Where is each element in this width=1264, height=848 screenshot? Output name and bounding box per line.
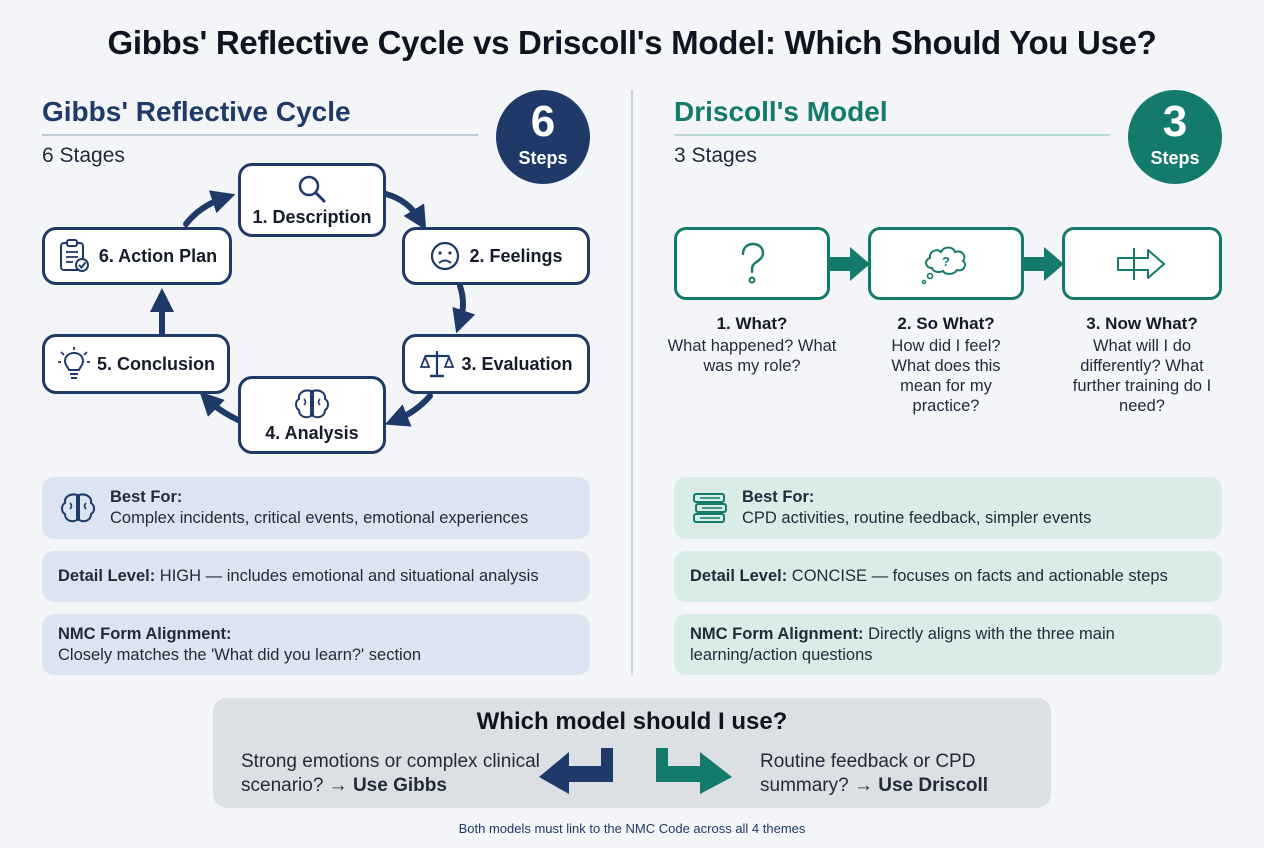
driscoll-detail-label: Detail Level: <box>690 567 788 585</box>
cycle-arrow-1-2 <box>383 191 427 231</box>
decision-gibbs-text: Strong emotions or complex clinical scen… <box>241 750 541 798</box>
magnifier-icon <box>298 175 326 202</box>
driscoll-stage-what <box>674 227 830 300</box>
driscoll-subtitle: 3 Stages <box>674 144 757 167</box>
gibbs-stage-label: 2. Feelings <box>469 245 563 266</box>
driscoll-stage-description: What will I do differently? What further… <box>1072 337 1212 415</box>
decision-arrow-right <box>656 748 732 794</box>
driscoll-title-rule <box>674 134 1110 136</box>
gibbs-title-rule <box>42 134 478 136</box>
arrow-right-icon <box>1117 247 1165 280</box>
driscoll-stage-heading: 2. So What? <box>897 314 995 333</box>
driscoll-stage-so-what: ? <box>868 227 1024 300</box>
gibbs-stage-description: 1. Description <box>238 163 386 237</box>
worried-face-icon <box>431 241 460 271</box>
gibbs-cycle-arrows <box>150 190 476 427</box>
driscoll-badge-number: 3 <box>1162 97 1188 146</box>
gibbs-best-for-text: Complex incidents, critical events, emot… <box>110 509 529 527</box>
gibbs-badge-number: 6 <box>530 97 556 146</box>
question-mark-icon <box>741 242 765 283</box>
driscoll-nmc-card: NMC Form Alignment: Directly aligns with… <box>674 614 1222 675</box>
driscoll-best-for-label: Best For: <box>742 488 815 506</box>
driscoll-title: Driscoll's Model <box>674 96 888 127</box>
gibbs-best-for-label: Best For: <box>110 488 183 506</box>
clipboard-check-icon <box>59 239 89 272</box>
cycle-arrow-3-4 <box>384 393 433 427</box>
gibbs-detail-text: HIGH — includes emotional and situationa… <box>155 567 539 585</box>
driscoll-stage-heading: 1. What? <box>716 314 788 333</box>
gibbs-best-for-card: Best For: Complex incidents, critical ev… <box>42 477 590 539</box>
brain-icon <box>295 389 329 418</box>
driscoll-stage-description: What happened? What was my role? <box>667 337 837 375</box>
driscoll-stage-description: How did I feel? What does this mean for … <box>891 337 1001 415</box>
decision-title: Which model should I use? <box>476 708 788 735</box>
books-stack-icon <box>693 493 727 523</box>
gibbs-stage-label: 6. Action Plan <box>98 245 218 266</box>
cycle-arrow-6-1 <box>183 190 236 227</box>
gibbs-steps-badge: 6 Steps <box>496 90 590 184</box>
driscoll-stage-now-what-text: 3. Now What? What will I do differently?… <box>1062 314 1222 416</box>
gibbs-badge-label: Steps <box>518 148 568 168</box>
gibbs-nmc-label: NMC Form Alignment: <box>58 624 232 643</box>
gibbs-stage-evaluation: 3. Evaluation <box>402 334 590 394</box>
gibbs-stage-conclusion: 5. Conclusion <box>42 334 230 394</box>
gibbs-stage-action-plan: 6. Action Plan <box>42 227 232 285</box>
gibbs-stage-label: 5. Conclusion <box>96 353 215 374</box>
driscoll-badge-label: Steps <box>1150 148 1200 168</box>
driscoll-stage-now-what <box>1062 227 1222 300</box>
driscoll-arrow-1-2 <box>830 247 870 281</box>
gibbs-stage-label: 4. Analysis <box>265 422 359 443</box>
brain-icon <box>61 493 95 523</box>
driscoll-nmc-text: Directly aligns with the three main lear… <box>690 624 1115 664</box>
decision-driscoll-result: Use Driscoll <box>878 775 989 796</box>
driscoll-arrow-2-3 <box>1024 247 1064 281</box>
decision-driscoll-text: Routine feedback or CPD summary? → Use D… <box>760 750 1040 798</box>
driscoll-nmc-label: NMC Form Alignment: <box>690 624 864 643</box>
thought-bubble-icon: ? <box>921 246 967 284</box>
decision-driscoll-condition: Routine feedback or CPD summary? → <box>760 751 976 796</box>
gibbs-stage-feelings: 2. Feelings <box>402 227 590 285</box>
gibbs-subtitle: 6 Stages <box>42 144 125 167</box>
driscoll-stage-what-text: 1. What? What happened? What was my role… <box>664 314 840 376</box>
svg-text:?: ? <box>942 254 950 269</box>
cycle-arrow-2-3 <box>452 283 476 334</box>
column-divider <box>631 90 633 675</box>
gibbs-stage-label: 1. Description <box>252 206 372 227</box>
decision-panel <box>213 698 1051 808</box>
gibbs-stage-label: 3. Evaluation <box>461 353 573 374</box>
driscoll-steps-badge: 3 Steps <box>1128 90 1222 184</box>
driscoll-detail-text: CONCISE — focuses on facts and actionabl… <box>787 567 1168 585</box>
scales-icon <box>420 351 455 378</box>
footnote: Both models must link to the NMC Code ac… <box>458 821 806 836</box>
decision-gibbs-condition: Strong emotions or complex clinical scen… <box>241 751 540 796</box>
driscoll-stage-so-what-text: 2. So What? How did I feel? What does th… <box>876 314 1016 416</box>
gibbs-detail-card: Detail Level: HIGH — includes emotional … <box>42 551 590 602</box>
driscoll-detail-card: Detail Level: CONCISE — focuses on facts… <box>674 551 1222 602</box>
gibbs-detail-label: Detail Level: <box>58 567 156 585</box>
gibbs-title: Gibbs' Reflective Cycle <box>42 96 351 127</box>
decision-arrow-left <box>539 748 613 794</box>
driscoll-stage-heading: 3. Now What? <box>1086 314 1198 333</box>
driscoll-best-for-card: Best For: CPD activities, routine feedba… <box>674 477 1222 539</box>
gibbs-nmc-text: Closely matches the 'What did you learn?… <box>58 645 422 664</box>
gibbs-nmc-card: NMC Form Alignment: Closely matches the … <box>42 614 590 675</box>
lightbulb-icon <box>57 347 90 379</box>
driscoll-best-for-text: CPD activities, routine feedback, simple… <box>742 509 1092 527</box>
gibbs-stage-analysis: 4. Analysis <box>238 376 386 454</box>
page-title: Gibbs' Reflective Cycle vs Driscoll's Mo… <box>107 24 1157 61</box>
decision-gibbs-result: Use Gibbs <box>352 775 447 796</box>
cycle-arrow-4-5 <box>199 391 241 423</box>
